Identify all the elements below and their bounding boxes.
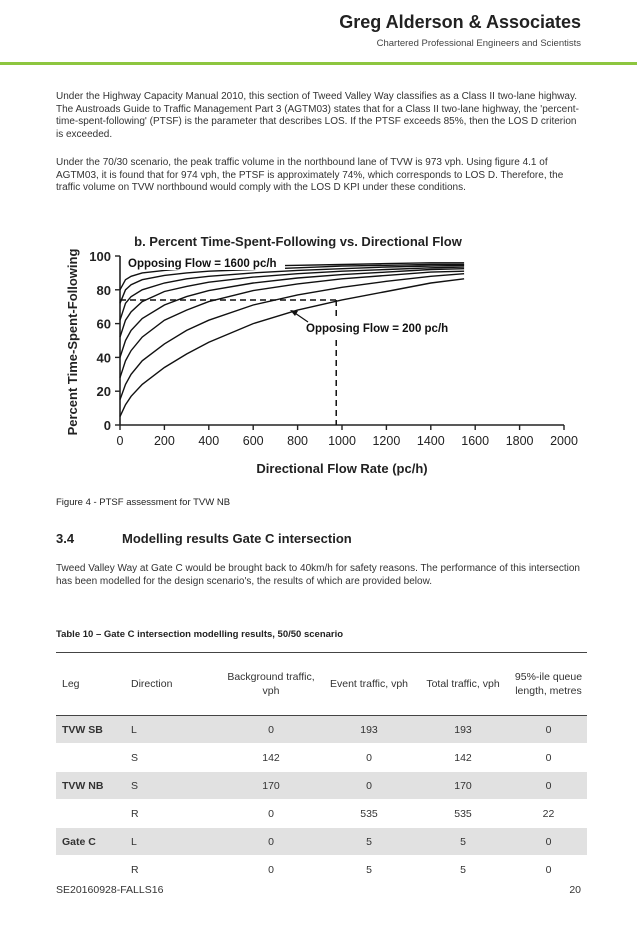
cell-queue: 0 (510, 827, 587, 856)
section-heading: 3.4 Modelling results Gate C intersection (56, 531, 352, 546)
cell-direction: R (131, 863, 139, 876)
header-rule (0, 62, 637, 65)
x-tick-label: 400 (198, 434, 219, 448)
cell-background: 170 (220, 771, 322, 800)
cell-queue: 22 (542, 807, 555, 820)
cell-event: 193 (322, 715, 416, 744)
ptsf-curve (119, 266, 465, 338)
arrow-head-icon (290, 310, 298, 316)
figure-caption: Figure 4 - PTSF assessment for TVW NB (56, 497, 231, 508)
cell-background: 0 (268, 863, 274, 876)
section-number: 3.4 (56, 531, 75, 546)
document-id: SE20160928-FALLS16 (56, 884, 164, 896)
ptsf-curve (119, 263, 465, 304)
cell-total: 535 (454, 807, 472, 820)
cell-leg (56, 800, 125, 828)
cell-queue: 0 (510, 771, 587, 800)
company-name: Greg Alderson & Associates (339, 12, 581, 32)
table-row: S 142 0 142 0 (56, 744, 587, 772)
cell-direction: L (125, 827, 220, 856)
cell-queue: 0 (545, 863, 552, 876)
x-tick-label: 1000 (328, 434, 356, 448)
cell-leg: TVW NB (56, 771, 125, 800)
header-total: Total traffic, vph (426, 678, 500, 690)
cell-background: 0 (220, 715, 322, 744)
table-caption: Table 10 – Gate C intersection modelling… (56, 629, 344, 640)
cell-leg (56, 856, 125, 884)
y-tick-label: 100 (89, 249, 111, 264)
cell-event: 5 (366, 863, 372, 876)
x-tick-label: 1800 (506, 434, 534, 448)
company-tagline: Chartered Professional Engineers and Sci… (376, 38, 581, 49)
x-tick-label: 1200 (372, 434, 400, 448)
y-tick-label: 60 (97, 317, 111, 332)
header-event: Event traffic, vph (329, 678, 408, 690)
cell-event: 0 (322, 771, 416, 800)
ptsf-chart: b. Percent Time-Spent-Following vs. Dire… (65, 234, 578, 476)
y-tick-label: 80 (97, 283, 111, 298)
cell-queue: 0 (510, 715, 587, 744)
cell-total: 5 (416, 827, 510, 856)
annotation-opposing-1600: Opposing Flow = 1600 pc/h (128, 258, 277, 270)
plot-area: 0 20 40 60 80 100 0 200 400 600 800 1000 1200 1400 16… (89, 249, 578, 448)
cell-direction: L (125, 715, 220, 744)
cell-background: 0 (268, 807, 274, 820)
table-row: R 0 535 535 22 (56, 800, 587, 828)
y-tick-label: 0 (104, 418, 111, 433)
cell-total: 5 (460, 863, 466, 876)
header-background: Background traffic, vph (227, 671, 315, 697)
x-tick-label: 1400 (417, 434, 445, 448)
cell-leg: Gate C (56, 827, 125, 856)
cell-queue: 0 (545, 751, 552, 764)
cell-event: 535 (360, 807, 378, 820)
annotation-opposing-200: Opposing Flow = 200 pc/h (306, 323, 448, 335)
ptsf-curve (119, 278, 465, 417)
header-leg: Leg (62, 678, 80, 690)
cell-direction: S (125, 771, 220, 800)
x-axis-label: Directional Flow Rate (pc/h) (256, 461, 427, 476)
ptsf-curve (119, 270, 465, 378)
y-tick-label: 40 (97, 350, 111, 365)
intro-paragraph: Under the Highway Capacity Manual 2010, … (56, 91, 579, 140)
cell-leg (56, 744, 125, 772)
cell-total: 170 (416, 771, 510, 800)
ptsf-curve (119, 273, 465, 400)
header-queue: 95%-ile queue length, metres (514, 671, 583, 697)
cell-total: 142 (454, 751, 472, 764)
x-tick-label: 800 (287, 434, 308, 448)
cell-leg: TVW SB (56, 715, 125, 744)
x-tick-label: 600 (243, 434, 264, 448)
x-tick-label: 1600 (461, 434, 489, 448)
results-table: Leg Direction Background traffic, vph Ev… (56, 652, 587, 884)
header-direction: Direction (131, 678, 173, 690)
cell-event: 0 (366, 751, 372, 764)
cell-direction: S (131, 751, 139, 764)
cell-background: 0 (220, 827, 322, 856)
cell-direction: R (131, 807, 139, 820)
ptsf-curve (119, 268, 465, 358)
gate-c-paragraph: Tweed Valley Way at Gate C would be brou… (56, 563, 580, 587)
y-axis-label: Percent Time-Spent-Following (65, 249, 80, 436)
chart-title: b. Percent Time-Spent-Following vs. Dire… (134, 234, 463, 249)
ptsf-curve (119, 264, 465, 321)
x-tick-label: 200 (154, 434, 175, 448)
section-title: Modelling results Gate C intersection (122, 531, 352, 546)
annotation-backdrop (304, 320, 469, 336)
table-header-row: Leg Direction Background traffic, vph Ev… (56, 652, 587, 716)
x-tick-label: 2000 (550, 434, 578, 448)
cell-event: 5 (322, 827, 416, 856)
page-number: 20 (569, 884, 581, 896)
x-tick-label: 0 (117, 434, 124, 448)
scenario-paragraph: Under the 70/30 scenario, the peak traff… (56, 157, 564, 194)
annotation-backdrop (125, 255, 285, 270)
y-tick-label: 20 (97, 384, 111, 399)
cell-background: 142 (262, 751, 280, 764)
table-row: R 0 5 5 0 (56, 856, 587, 884)
cell-total: 193 (416, 715, 510, 744)
